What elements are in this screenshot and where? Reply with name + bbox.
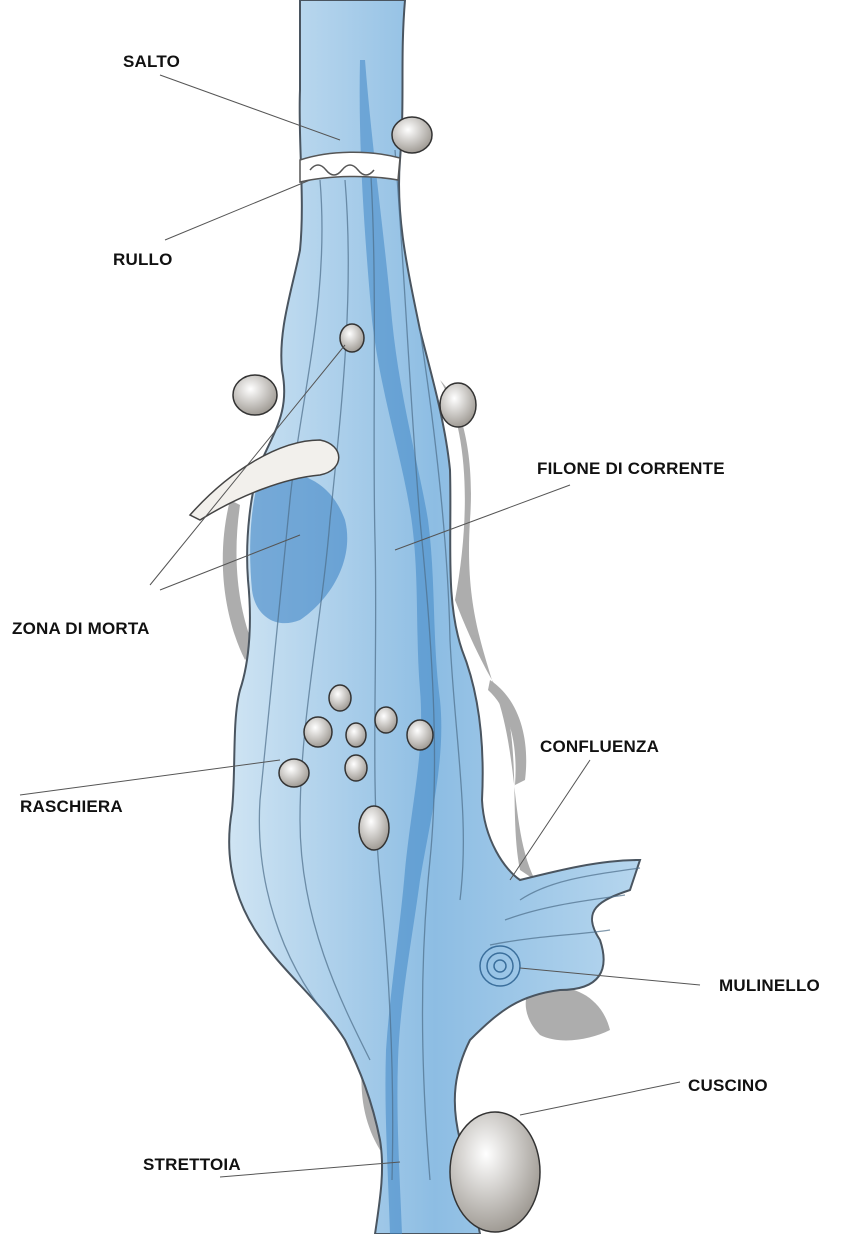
label-rullo: RULLO (113, 250, 173, 270)
label-salto: SALTO (123, 52, 180, 72)
label-cuscino: CUSCINO (688, 1076, 768, 1096)
label-filone-di-corrente: FILONE DI CORRENTE (537, 459, 725, 479)
label-zona-di-morta: ZONA DI MORTA (12, 619, 150, 639)
label-mulinello: MULINELLO (719, 976, 820, 996)
label-raschiera: RASCHIERA (20, 797, 123, 817)
label-strettoia: STRETTOIA (143, 1155, 241, 1175)
label-confluenza: CONFLUENZA (540, 737, 659, 757)
